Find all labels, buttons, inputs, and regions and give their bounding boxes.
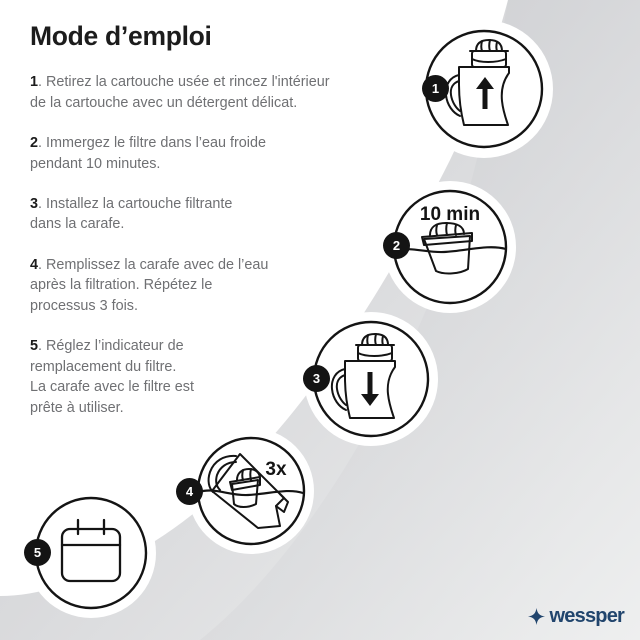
step-4-badge: 4 bbox=[176, 478, 203, 505]
step-line-1-1: Retirez la cartouche usée et rincez l'in… bbox=[46, 74, 330, 91]
brand-logo: wessper bbox=[527, 605, 625, 627]
step-number-4: 4 bbox=[30, 256, 39, 273]
step-line-4-1: Remplissez la carafe avec de l’eau bbox=[46, 256, 269, 273]
step-2-caption: 10 min bbox=[420, 204, 480, 225]
instruction-text-column: Mode d’emploi 1. Retirez la cartouche us… bbox=[30, 21, 410, 418]
step-line-1-2: de la cartouche avec un détergent délica… bbox=[30, 94, 298, 111]
step-line-4-3: processus 3 fois. bbox=[30, 297, 138, 314]
step-text-1: 1. Retirez la cartouche usée et rincez l… bbox=[30, 72, 402, 113]
step-3-illustration-circle bbox=[312, 320, 430, 438]
step-2-badge: 2 bbox=[383, 232, 410, 259]
step-number-1: 1 bbox=[30, 74, 39, 91]
step-line-2-1: Immergez le filtre dans l’eau froide bbox=[46, 135, 266, 152]
step-5-illustration-circle bbox=[34, 496, 148, 610]
calendar-icon bbox=[34, 496, 148, 610]
brand-wordmark: wessper bbox=[549, 605, 625, 627]
step-text-3: 3. Installez la cartouche filtrante dans… bbox=[30, 194, 402, 235]
step-1-illustration-circle bbox=[424, 29, 544, 149]
step-4-illustration-circle: 3x bbox=[196, 436, 306, 546]
step-line-4-2: après la filtration. Répétez le bbox=[30, 277, 213, 294]
step-line-5-4: prête à utiliser. bbox=[30, 399, 124, 416]
step-text-4: 4. Remplissez la carafe avec de l’eau ap… bbox=[30, 255, 402, 316]
step-number-dot-2: . bbox=[38, 135, 43, 152]
step-text-5: 5. Réglez l’indicateur de remplacement d… bbox=[30, 336, 402, 418]
step-5-badge: 5 bbox=[24, 539, 51, 566]
tilted-pitcher-pouring-icon: 3x bbox=[196, 436, 306, 546]
step-line-5-3: La carafe avec le filtre est bbox=[30, 379, 194, 396]
step-line-3-2: dans la carafe. bbox=[30, 216, 125, 233]
step-line-2-2: pendant 10 minutes. bbox=[30, 155, 161, 172]
four-point-star-icon bbox=[527, 607, 545, 625]
arrow-down-icon bbox=[361, 372, 379, 406]
step-number-dot-1: . bbox=[38, 74, 43, 91]
step-number-dot-5: . bbox=[38, 338, 43, 355]
step-text-2: 2. Immergez le filtre dans l’eau froide … bbox=[30, 133, 402, 174]
step-line-5-1: Réglez l’indicateur de bbox=[46, 338, 184, 355]
step-number-3: 3 bbox=[30, 195, 39, 212]
step-number-5: 5 bbox=[30, 338, 39, 355]
step-line-5-2: remplacement du filtre. bbox=[30, 358, 177, 375]
step-number-dot-4: . bbox=[38, 256, 43, 273]
step-1-badge: 1 bbox=[422, 75, 449, 102]
arrow-up-icon bbox=[476, 77, 494, 109]
step-4-caption: 3x bbox=[265, 459, 287, 480]
step-3-badge: 3 bbox=[303, 365, 330, 392]
pitcher-cartridge-up-icon bbox=[424, 29, 544, 149]
page-title: Mode d’emploi bbox=[30, 21, 212, 51]
step-number-2: 2 bbox=[30, 135, 39, 152]
water-line-icon bbox=[197, 489, 305, 497]
step-number-dot-3: . bbox=[38, 195, 43, 212]
step-line-3-1: Installez la cartouche filtrante bbox=[46, 195, 233, 212]
